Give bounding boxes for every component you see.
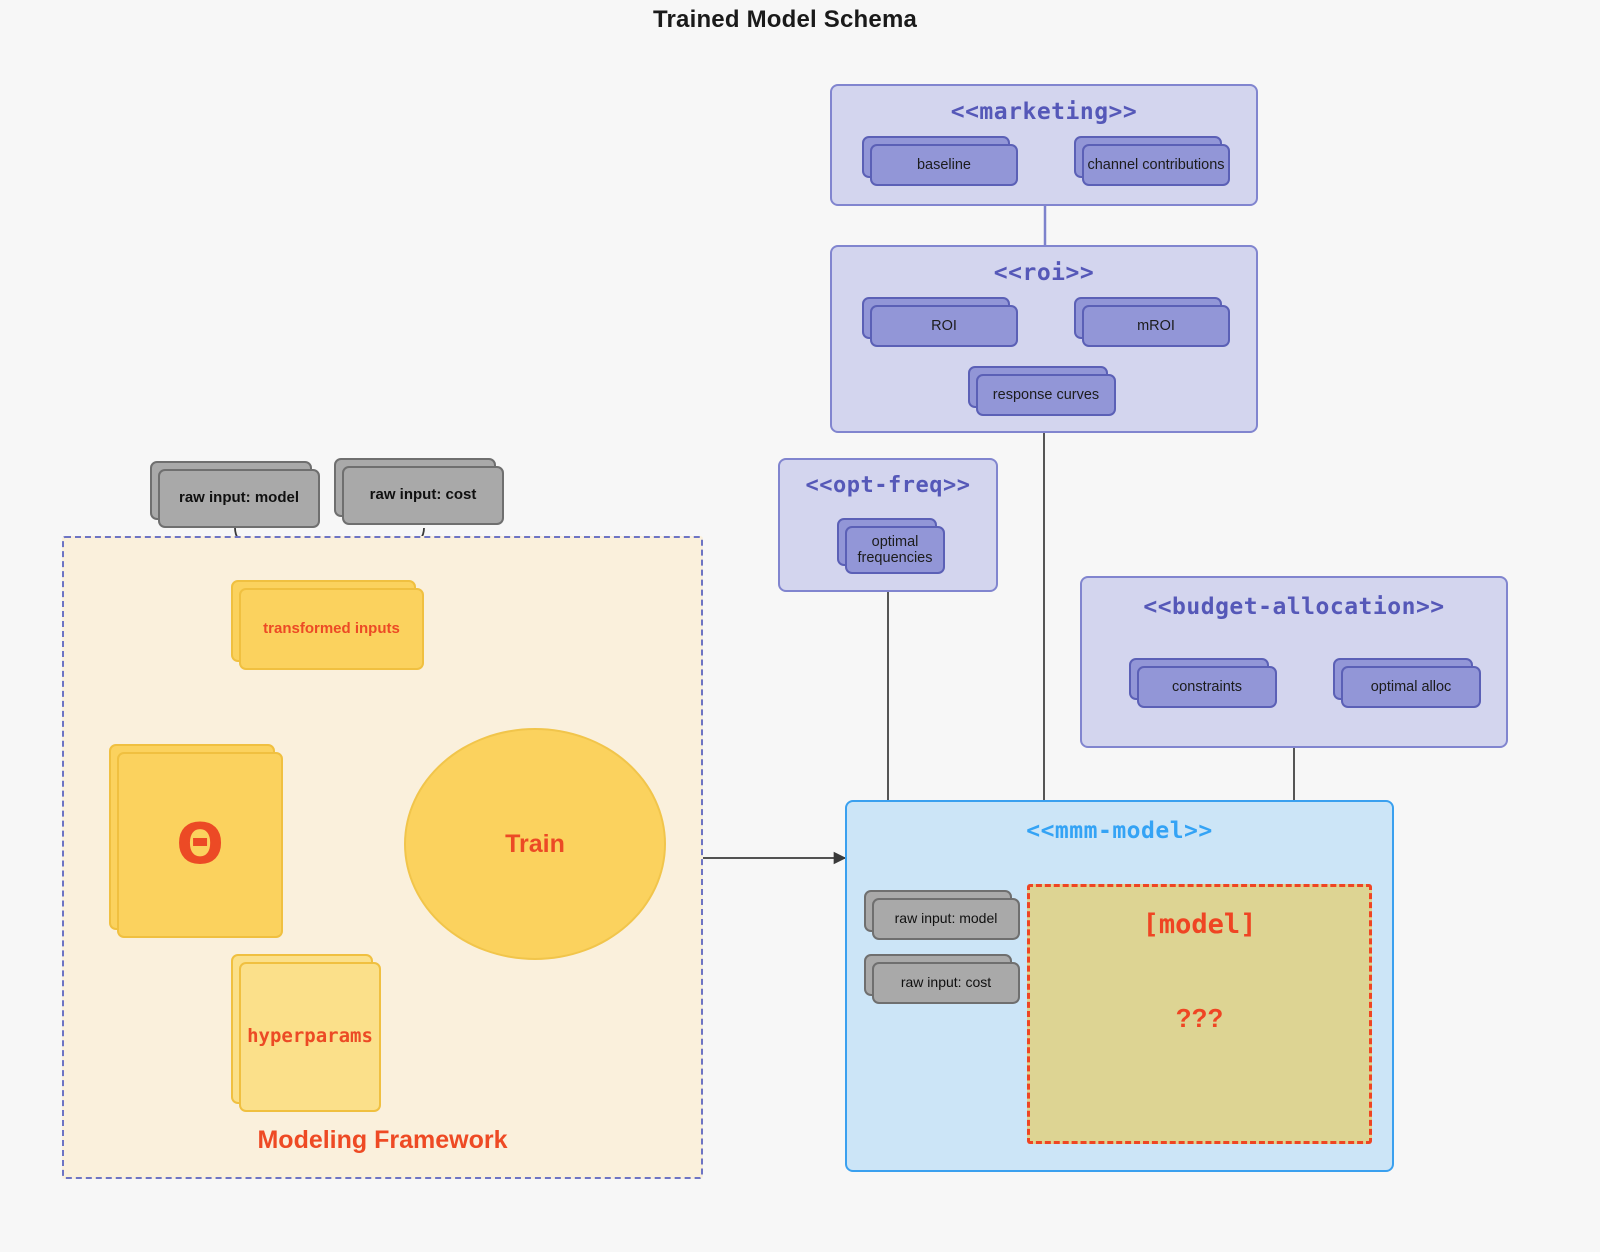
node-channel-contributions-label: channel contributions [1082, 144, 1230, 186]
package-marketing-label: <<marketing>> [950, 99, 1138, 125]
package-roi[interactable]: <<roi>> ROI mROI response curves [830, 245, 1258, 433]
package-mmm-model-label: <<mmm-model>> [1026, 818, 1213, 844]
package-roi-label: <<roi>> [993, 260, 1095, 286]
model-placeholder-title: [model] [1142, 909, 1257, 940]
model-placeholder[interactable]: [model] ??? [1027, 884, 1372, 1144]
modeling-framework-label: Modeling Framework [257, 1126, 508, 1154]
node-hyperparams[interactable]: hyperparams [231, 954, 381, 1112]
node-optimal-frequencies-label: optimal frequencies [845, 526, 945, 574]
node-optimal-alloc[interactable]: optimal alloc [1333, 658, 1481, 708]
model-placeholder-unknown: ??? [1175, 1003, 1224, 1033]
node-mmm-raw-input-cost-label: raw input: cost [872, 962, 1020, 1004]
package-marketing[interactable]: <<marketing>> baseline channel contribut… [830, 84, 1258, 206]
node-response-curves-label: response curves [976, 374, 1116, 416]
node-channel-contributions[interactable]: channel contributions [1074, 136, 1230, 186]
train-ellipse[interactable]: Train [404, 728, 666, 960]
node-constraints[interactable]: constraints [1129, 658, 1277, 708]
node-roi[interactable]: ROI [862, 297, 1018, 347]
node-theta[interactable]: Θ [109, 744, 283, 938]
node-hyperparams-label: hyperparams [239, 962, 381, 1112]
node-baseline[interactable]: baseline [862, 136, 1018, 186]
node-raw-input-cost-label: raw input: cost [342, 466, 504, 525]
node-baseline-label: baseline [870, 144, 1018, 186]
node-transformed-inputs[interactable]: transformed inputs [231, 580, 424, 670]
package-mmm-model[interactable]: <<mmm-model>> raw input: model raw input… [845, 800, 1394, 1172]
node-mroi-label: mROI [1082, 305, 1230, 347]
node-raw-input-model-label: raw input: model [158, 469, 320, 528]
node-mroi[interactable]: mROI [1074, 297, 1230, 347]
node-mmm-raw-input-model-label: raw input: model [872, 898, 1020, 940]
package-opt-freq-label: <<opt-freq>> [805, 473, 971, 498]
node-optimal-frequencies[interactable]: optimal frequencies [837, 518, 945, 574]
node-mmm-raw-input-model[interactable]: raw input: model [864, 890, 1020, 940]
node-raw-input-model[interactable]: raw input: model [150, 461, 320, 528]
node-roi-label: ROI [870, 305, 1018, 347]
package-budget-allocation-label: <<budget-allocation>> [1143, 594, 1445, 620]
node-optimal-alloc-label: optimal alloc [1341, 666, 1481, 708]
node-response-curves[interactable]: response curves [968, 366, 1116, 416]
page-title: Trained Model Schema [652, 6, 918, 33]
node-theta-label: Θ [117, 752, 283, 938]
node-constraints-label: constraints [1137, 666, 1277, 708]
node-raw-input-cost[interactable]: raw input: cost [334, 458, 504, 525]
package-budget-allocation[interactable]: <<budget-allocation>> constraints optima… [1080, 576, 1508, 748]
node-transformed-inputs-label: transformed inputs [239, 588, 424, 670]
train-label: Train [505, 829, 565, 858]
node-mmm-raw-input-cost[interactable]: raw input: cost [864, 954, 1020, 1004]
package-opt-freq[interactable]: <<opt-freq>> optimal frequencies [778, 458, 998, 592]
